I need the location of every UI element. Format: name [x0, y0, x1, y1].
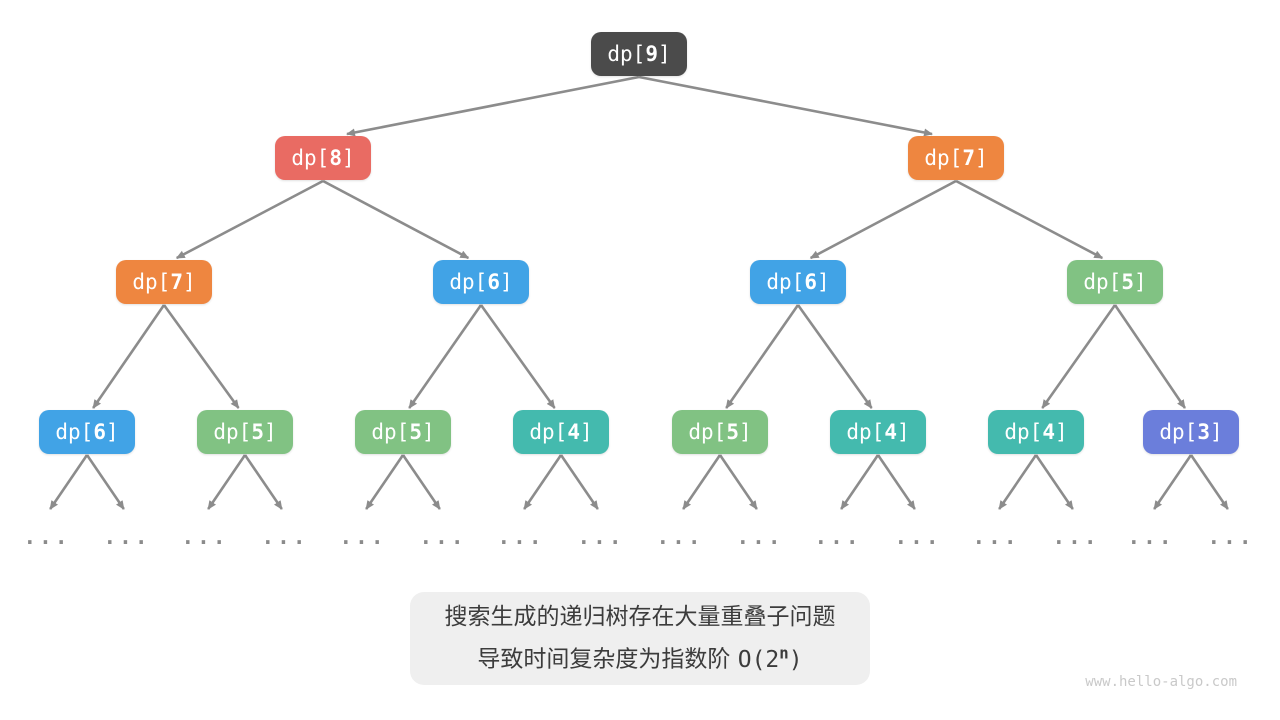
ellipsis-e6: ...: [419, 525, 467, 549]
ellipsis-e7: ...: [497, 525, 545, 549]
tree-node-dp-4-c6: dp[4]: [830, 410, 926, 454]
tree-node-dp-7-a2: dp[7]: [908, 136, 1004, 180]
tree-node-dp-7-b1: dp[7]: [116, 260, 212, 304]
edge-c4-e8: [559, 454, 599, 510]
caption-line-2: 导致时间复杂度为指数阶 O(2n): [477, 635, 802, 678]
edge-b2-c4: [479, 304, 556, 409]
edge-a1-b1: [175, 179, 324, 260]
edge-c1-e1: [49, 454, 89, 510]
edge-a1-b2: [322, 179, 470, 260]
watermark-url: www.hello-algo.com: [1085, 674, 1237, 690]
tree-node-dp-8-a1: dp[8]: [275, 136, 371, 180]
edge-c5-e10: [718, 454, 758, 510]
edge-c8-e15: [1153, 454, 1193, 510]
ellipsis-e8: ...: [577, 525, 625, 549]
edge-b1-c2: [162, 304, 240, 409]
edge-b4-c8: [1113, 304, 1186, 409]
ellipsis-e15: ...: [1127, 525, 1175, 549]
edge-r-a2: [638, 75, 933, 137]
edge-a2-b3: [809, 179, 957, 260]
edge-r-a1: [346, 75, 640, 137]
formula-exponent: n: [779, 643, 789, 663]
ellipsis-e1: ...: [23, 525, 71, 549]
ellipsis-e5: ...: [339, 525, 387, 549]
tree-node-dp-3-c8: dp[3]: [1143, 410, 1239, 454]
ellipsis-e2: ...: [103, 525, 151, 549]
edge-c2-e4: [243, 454, 283, 510]
edge-c6-e12: [876, 454, 916, 510]
caption-line-2-text: 导致时间复杂度为指数阶: [477, 646, 738, 673]
edge-c2-e3: [207, 454, 247, 510]
complexity-formula: O(2n): [737, 643, 803, 673]
tree-node-dp-4-c4: dp[4]: [513, 410, 609, 454]
ellipsis-e14: ...: [1052, 525, 1100, 549]
caption-box: 搜索生成的递归树存在大量重叠子问题 导致时间复杂度为指数阶 O(2n): [410, 592, 870, 685]
ellipsis-e16: ...: [1207, 525, 1255, 549]
edge-c5-e9: [682, 454, 722, 510]
tree-node-dp-5-c2: dp[5]: [197, 410, 293, 454]
tree-node-dp-4-c7: dp[4]: [988, 410, 1084, 454]
edge-b1-c1: [92, 304, 166, 409]
caption-line-1: 搜索生成的递归树存在大量重叠子问题: [444, 604, 836, 631]
edge-c4-e7: [523, 454, 563, 510]
edge-b3-c5: [725, 304, 800, 409]
tree-node-dp-6-b2: dp[6]: [433, 260, 529, 304]
tree-node-dp-9-r: dp[9]: [591, 32, 687, 76]
ellipsis-e12: ...: [894, 525, 942, 549]
ellipsis-e13: ...: [972, 525, 1020, 549]
edge-c8-e16: [1189, 454, 1229, 510]
ellipsis-e11: ...: [814, 525, 862, 549]
edge-c3-e5: [365, 454, 405, 510]
edge-c7-e14: [1034, 454, 1074, 510]
edge-a2-b4: [955, 179, 1104, 260]
tree-node-dp-5-c3: dp[5]: [355, 410, 451, 454]
ellipsis-e10: ...: [736, 525, 784, 549]
tree-node-dp-5-c5: dp[5]: [672, 410, 768, 454]
ellipsis-e9: ...: [656, 525, 704, 549]
tree-node-dp-5-b4: dp[5]: [1067, 260, 1163, 304]
tree-node-dp-6-c1: dp[6]: [39, 410, 135, 454]
edge-c1-e2: [85, 454, 125, 510]
edge-b3-c6: [796, 304, 873, 409]
edge-b2-c3: [408, 304, 483, 409]
edge-c3-e6: [401, 454, 441, 510]
edge-c7-e13: [998, 454, 1038, 510]
ellipsis-e3: ...: [181, 525, 229, 549]
tree-node-dp-6-b3: dp[6]: [750, 260, 846, 304]
ellipsis-e4: ...: [261, 525, 309, 549]
edge-c6-e11: [840, 454, 880, 510]
edge-b4-c7: [1041, 304, 1117, 409]
